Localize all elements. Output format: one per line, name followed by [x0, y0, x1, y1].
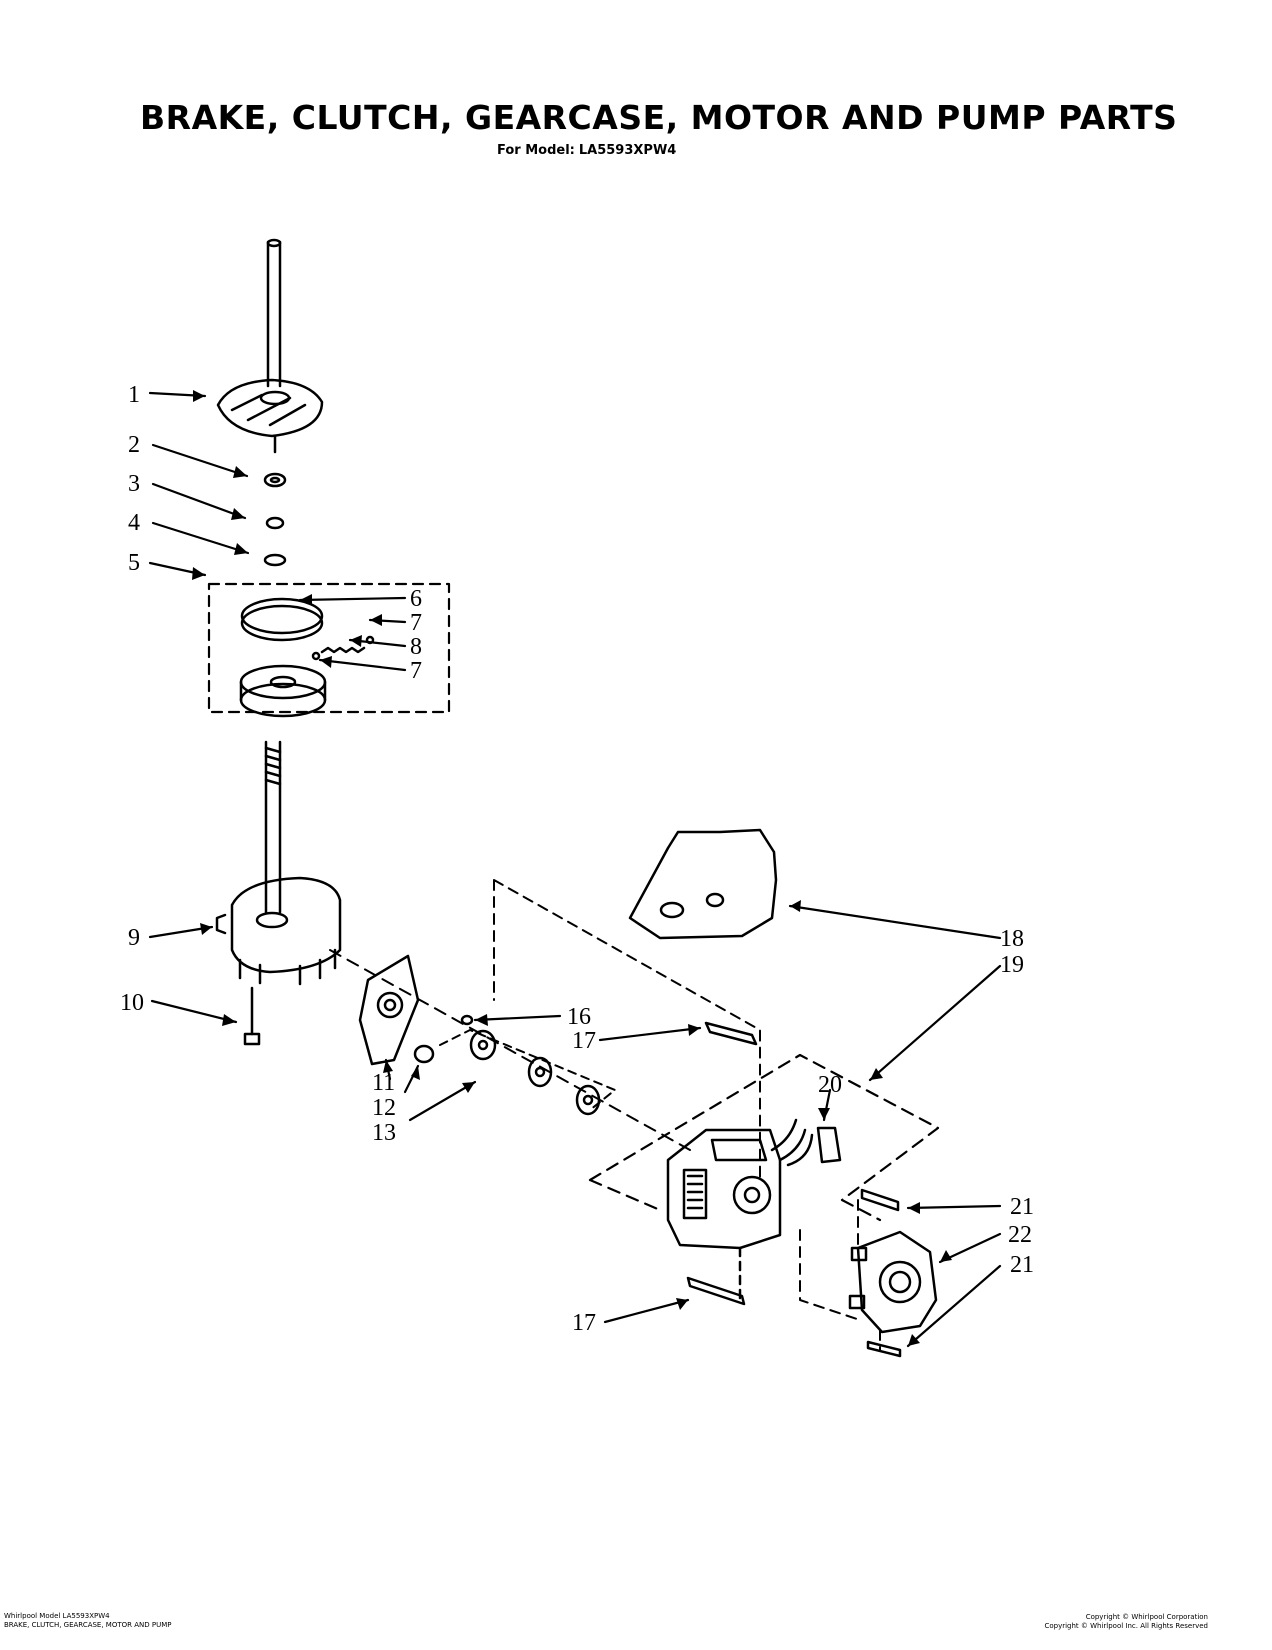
motor-pulley-part — [575, 1084, 601, 1116]
callout-18: 18 — [1000, 926, 1024, 952]
clutch-band-part — [240, 597, 324, 642]
clutch-spring-part — [311, 635, 375, 661]
callout-6: 6 — [410, 586, 422, 612]
callout-21b: 21 — [1010, 1252, 1034, 1278]
callout-17b: 17 — [572, 1310, 596, 1336]
callout-10: 10 — [120, 990, 144, 1016]
callout-leader-lines — [148, 391, 1002, 1348]
coupling-part-16 — [460, 1014, 474, 1026]
model-number: LA5593XPW4 — [578, 143, 677, 158]
pump-bracket-line — [799, 1199, 881, 1351]
drive-pulley-part — [527, 1056, 553, 1088]
callout-9: 9 — [128, 925, 140, 951]
pump-clip-part-21-upper — [860, 1188, 900, 1212]
switch-part-20 — [816, 1126, 842, 1164]
seal-part-12 — [413, 1044, 435, 1064]
footer-left-line-1: Whirlpool Model LA5593XPW4 — [4, 1612, 110, 1620]
clutch-pulley-part — [239, 664, 327, 718]
callout-13: 13 — [372, 1120, 396, 1146]
pump-housing-part-22 — [848, 1230, 938, 1334]
washer-part-3 — [265, 516, 285, 530]
callout-arrowheads — [192, 390, 952, 1346]
motor-assembly-box — [588, 1053, 940, 1222]
clip-leader-line — [493, 879, 761, 1181]
page-title: BRAKE, CLUTCH, GEARCASE, MOTOR AND PUMP … — [140, 98, 1178, 137]
model-subtitle: For Model:LA5593XPW4 — [493, 143, 676, 158]
pump-clip-part-21-lower — [866, 1340, 902, 1358]
brake-cam-part — [216, 378, 324, 454]
ring-part-4 — [263, 553, 287, 567]
motor-gasket-part-18 — [628, 828, 778, 940]
pump-impeller-part — [469, 1029, 497, 1061]
footer-right-line-1: Copyright © Whirlpool Corporation — [1085, 1613, 1208, 1621]
callout-4: 4 — [128, 510, 140, 536]
callout-19: 19 — [1000, 952, 1024, 978]
callout-2: 2 — [128, 432, 140, 458]
clip-part-17-lower — [686, 1276, 746, 1306]
motor-part — [666, 1128, 782, 1302]
callout-3: 3 — [128, 471, 140, 497]
bolt-part-10 — [243, 986, 261, 1046]
callout-7a: 7 — [410, 610, 422, 636]
coupling-group-bracket — [439, 1029, 616, 1111]
model-label: For Model: — [497, 143, 575, 158]
drive-shaft-part — [264, 740, 282, 914]
brake-shaft-part — [266, 238, 282, 388]
motor-wires — [770, 1118, 814, 1167]
callout-21a: 21 — [1010, 1194, 1034, 1220]
footer-left: Whirlpool Model LA5593XPW4 BRAKE, CLUTCH… — [4, 1612, 171, 1630]
washer-part-2 — [263, 472, 287, 488]
callout-12: 12 — [372, 1095, 396, 1121]
clutch-assembly-box — [207, 582, 451, 714]
callout-7b: 7 — [410, 658, 422, 684]
footer-left-line-2: BRAKE, CLUTCH, GEARCASE, MOTOR AND PUMP — [4, 1621, 172, 1629]
callout-11: 11 — [372, 1070, 395, 1096]
callout-8: 8 — [410, 634, 422, 660]
callout-5: 5 — [128, 550, 140, 576]
callout-17a: 17 — [572, 1028, 596, 1054]
assembly-axis-line — [329, 949, 691, 1151]
callout-16: 16 — [567, 1004, 591, 1030]
callout-20: 20 — [818, 1072, 842, 1098]
callout-1: 1 — [128, 382, 140, 408]
gearcase-part — [215, 876, 342, 986]
pump-mount-plate-part — [358, 954, 420, 1066]
footer-right-line-2: Copyright © Whirlpool Inc. All Rights Re… — [1044, 1622, 1208, 1630]
footer-right: Copyright © Whirlpool Corporation Copyri… — [996, 1613, 1208, 1631]
clip-part-17-upper — [704, 1021, 758, 1046]
callout-22: 22 — [1008, 1222, 1032, 1248]
